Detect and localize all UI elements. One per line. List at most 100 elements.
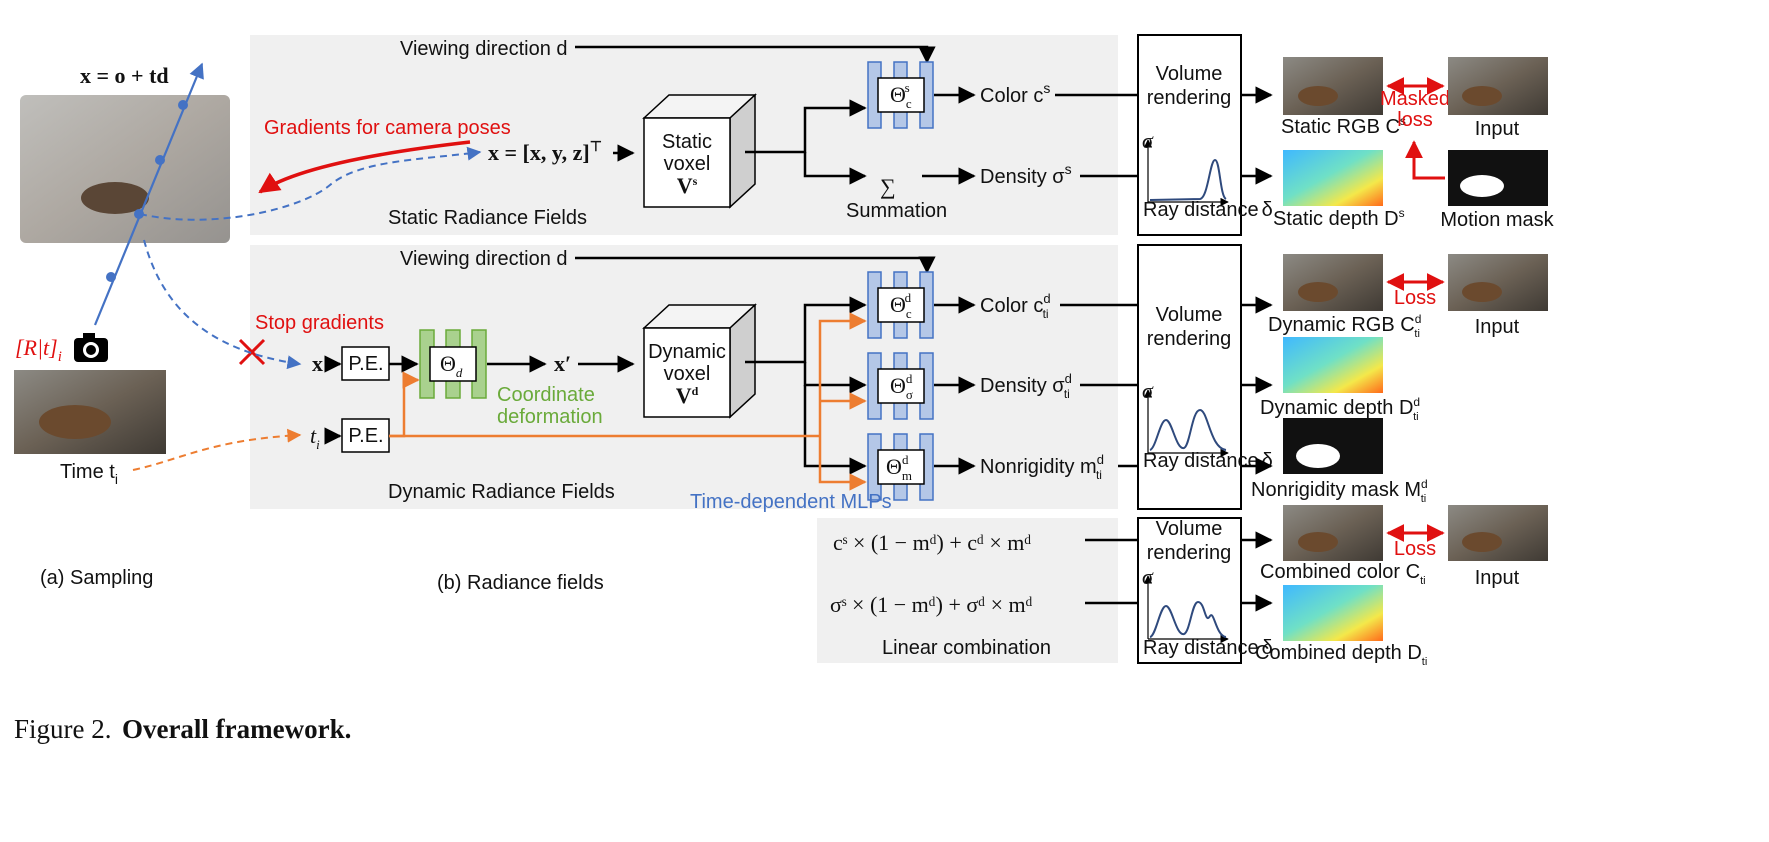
stop-gradients-label: Stop gradients: [255, 312, 384, 334]
dynamic-color-mlp: [867, 271, 934, 339]
static-voxel-line1: Static: [662, 131, 712, 153]
combined-loss-label: Loss: [1394, 538, 1436, 560]
motion-mask-label: Motion mask: [1440, 209, 1554, 231]
masked-loss-line1: Masked: [1380, 88, 1450, 110]
static-point: x = [x, y, z]⊤: [488, 140, 602, 165]
coordinate-line1: Coordinate: [497, 384, 595, 406]
mask-arrow: [1405, 140, 1445, 180]
render-line2: rendering: [1147, 328, 1232, 350]
static-voxel-cube: [642, 93, 757, 209]
outputs-combined: Combined color Cti Loss Input Combined d…: [1255, 505, 1548, 668]
linear-combination-label: Linear combination: [882, 637, 1051, 659]
coordinate-line2: deformation: [497, 406, 603, 428]
sigma-label: σ: [1142, 378, 1154, 403]
dynamic-loss-label: Loss: [1394, 287, 1436, 309]
dynamic-density-mlp-label: Θσd: [890, 371, 913, 402]
time-to-color-mlp: [818, 312, 867, 436]
dynamic-t-input: ti: [310, 423, 320, 452]
density-curve: [1149, 408, 1227, 451]
static-fields: Viewing direction d Gradients for camera…: [139, 38, 1137, 229]
ray-equation: x = o + td: [80, 63, 169, 88]
ray-sample-point: [106, 272, 116, 282]
sampling-panel: x = o + td [R|t]i Time ti (a) Sampling: [14, 62, 230, 589]
combined-color-image: [1283, 505, 1383, 561]
static-color-output: Color cs: [980, 80, 1050, 107]
sampling-section-label: (a) Sampling: [40, 567, 153, 589]
dynamic-voxel-line2: voxel: [664, 363, 711, 385]
deformation-mlp-label: Θd: [440, 351, 463, 380]
camera-pose-label: [R|t]i: [15, 335, 62, 365]
time-label: Time ti: [60, 461, 118, 487]
dynamic-voxel-line3: Vd: [676, 383, 699, 408]
t-pe-box: [341, 418, 390, 453]
masked-loss-line2: loss: [1397, 109, 1433, 131]
dynamic-viewing-direction: Viewing direction d: [400, 248, 568, 270]
dynamic-color-mlp-label: Θcd: [890, 290, 912, 321]
render-line1: Volume: [1156, 63, 1223, 85]
deformation-mlp: [419, 329, 487, 399]
motion-mask-image: [1448, 150, 1548, 206]
render-line1: Volume: [1156, 518, 1223, 540]
static-section-title: Static Radiance Fields: [388, 207, 587, 229]
gradients-label: Gradients for camera poses: [264, 117, 511, 139]
static-view-arrow: [575, 45, 936, 64]
ray-sample-point: [134, 209, 144, 219]
render-line2: rendering: [1147, 542, 1232, 564]
static-rgb-label: Static RGB Cs: [1281, 114, 1406, 138]
static-depth-label: Static depth Ds: [1273, 206, 1405, 230]
dynamic-section-title: Dynamic Radiance Fields: [388, 481, 615, 503]
combination-panel: [817, 518, 1118, 663]
density-formula: σˢ × (1 − mᵈ) + σᵈ × mᵈ: [830, 592, 1033, 617]
summation-label: Summation: [846, 200, 947, 222]
static-mlp-label: Θcs: [890, 80, 912, 111]
dynamic-voxel-out-nonrigid: [803, 385, 867, 475]
radiance-fields-section-label: (b) Radiance fields: [437, 572, 604, 594]
static-viewing-direction: Viewing direction d: [400, 38, 568, 60]
dynamic-fields: Viewing direction d Stop gradients x P.E…: [132, 239, 1137, 513]
density-curve: [1149, 600, 1227, 638]
outputs-static: Static RGB Cs Masked loss Input Static d…: [1273, 57, 1555, 231]
dynamic-voxel-line1: Dynamic: [648, 341, 726, 363]
point-cloud-image: [20, 95, 230, 243]
bear-in-frame: [39, 405, 111, 439]
ray-sample-point: [155, 155, 165, 165]
render-line1: Volume: [1156, 304, 1223, 326]
sigma-label: σ: [1142, 128, 1154, 153]
dynamic-input-label: Input: [1475, 316, 1520, 338]
time-to-nonrigid-mlp: [818, 436, 867, 491]
dynamic-voxel-out: [745, 296, 867, 364]
sum-symbol: ∑: [880, 174, 896, 199]
nonrigidity-mask-image: [1283, 418, 1383, 474]
x-prime: x′: [554, 351, 571, 376]
static-depth-image: [1283, 150, 1383, 206]
figure-caption: Figure 2. Overall framework.: [14, 714, 351, 744]
dynamic-nonrigid-mlp-label: Θmd: [886, 452, 912, 483]
combined-depth-image: [1283, 585, 1383, 641]
sigma-label: σ: [1142, 564, 1154, 589]
static-input-label: Input: [1475, 118, 1520, 140]
combined-input-image: [1448, 505, 1548, 561]
linear-combination: cˢ × (1 − mᵈ) + cᵈ × mᵈ σˢ × (1 − mᵈ) + …: [437, 530, 1137, 659]
static-voxel-line3: Vs: [677, 173, 698, 198]
static-color-mlp: [867, 61, 934, 129]
dynamic-input-image: [1448, 254, 1548, 311]
t-pe-label: P.E.: [348, 425, 383, 447]
dynamic-rgb-image: [1283, 254, 1383, 311]
bear-in-cloud: [81, 182, 149, 214]
static-voxel-out: [745, 99, 867, 154]
static-sample-path: [139, 146, 482, 221]
ray-sample-point: [178, 100, 188, 110]
combined-depth-label: Combined depth Dti: [1255, 642, 1427, 668]
stop-gradients-icon: [238, 338, 266, 366]
